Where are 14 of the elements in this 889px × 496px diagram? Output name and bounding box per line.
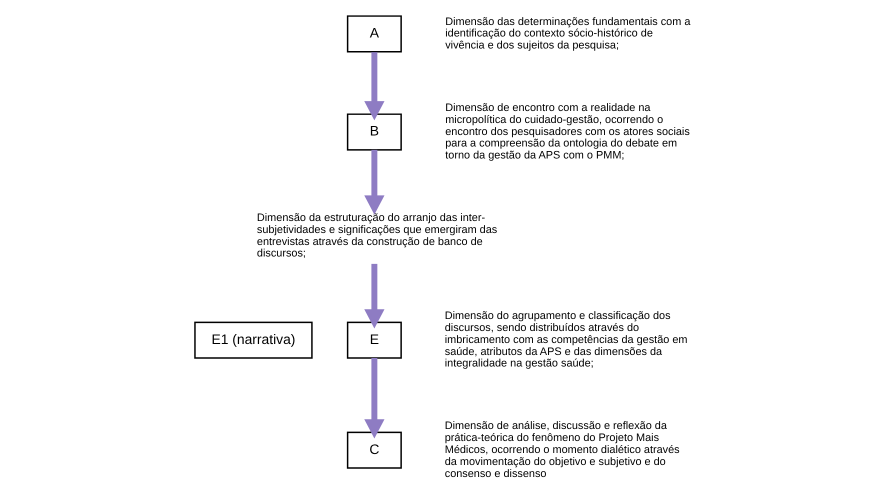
node-label: Dimensão das determinações fundamentais com a identificação do contexto sócio-histórico de vivência e dos sujeitos da pesquisa; <box>445 16 690 52</box>
arrow <box>364 52 384 120</box>
node-label: Dimensão de encontro com a realidade na micropolítica do cuidado-gestão, ocorrendo o encontro dos pesquisadores com os atores sociais para a compreensão da ontologia do debate em torno da gestão da APS com o PMM; <box>445 102 690 162</box>
node-box: C <box>346 432 402 469</box>
arrow <box>364 358 384 438</box>
node-label: Dimensão do agrupamento e classificação dos discursos, sendo distribuídos através do imbricamento com as competências da gestão em saúde, atributos da APS e das dimensões da integralidade na gestão saúde; <box>444 310 688 370</box>
arrow <box>364 150 384 215</box>
node-box: B <box>346 113 402 151</box>
node-label: Dimensão de análise, discussão e reflexão da prática-teórica do fenômeno do Projeto Mais Médicos, ocorrendo o momento dialético através da movimentação do objetivo e subjetivo e do consenso e dissenso <box>444 420 680 480</box>
arrow <box>364 264 384 329</box>
node-text: Dimensão da estruturação do arranjo das inter-subjetividades e significações que emergiram das entrevistas através da construção de banco de discursos; <box>256 212 498 260</box>
node-box: A <box>346 15 402 52</box>
node-box: E <box>346 322 402 359</box>
node-box: E1 (narrativa) <box>194 322 313 359</box>
